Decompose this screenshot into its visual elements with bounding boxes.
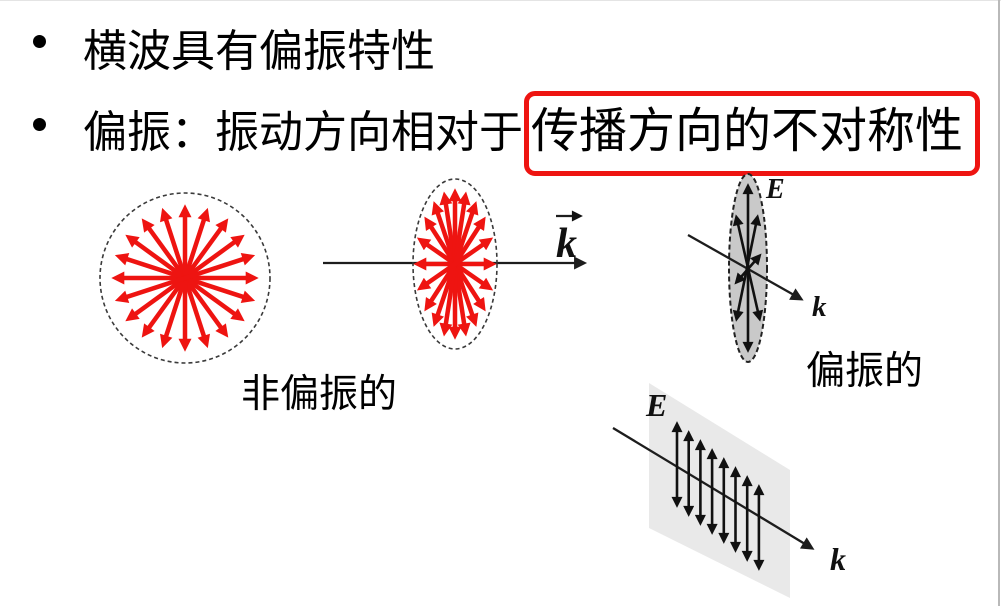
unpolarized-arrows xyxy=(111,204,259,352)
bullet-dot xyxy=(33,35,46,48)
unpolarized-dashed-circle xyxy=(99,192,271,364)
bullet-1-text: 横波具有偏振特性 xyxy=(83,27,435,76)
bullet-dot xyxy=(33,118,46,131)
slide-right-edge xyxy=(998,0,1000,606)
caption-unpolarized: 非偏振的 xyxy=(241,373,398,416)
partial-dashed-ellipse xyxy=(412,178,498,350)
plane-sheet xyxy=(649,383,790,598)
bullet-2-highlighted-text: 传播方向的不对称性 xyxy=(524,91,981,176)
bullet-line-2: 偏振：振动方向相对于传播方向的不对称性 xyxy=(33,91,981,176)
polarized-e-arrows xyxy=(732,183,764,353)
plane-e-label: E xyxy=(645,387,667,423)
unpolarized-diagram xyxy=(99,192,271,364)
polarized-diagram: E k xyxy=(687,173,827,363)
k-vector-label: k xyxy=(556,221,577,267)
plane-k-label: k xyxy=(830,541,846,577)
bullet-line-1: 横波具有偏振特性 xyxy=(33,30,435,74)
caption-polarized: 偏振的 xyxy=(806,350,924,393)
polarized-e-label: E xyxy=(765,174,785,205)
bullet-2-prefix: 偏振：振动方向相对于 xyxy=(83,108,523,157)
slide-top-edge xyxy=(0,0,1001,1)
partially-polarized-diagram xyxy=(412,178,498,350)
plane-wave-diagram: E k xyxy=(612,383,846,598)
partial-polarized-arrows xyxy=(413,188,497,340)
plane-e-arrows xyxy=(671,421,765,571)
polarized-k-label: k xyxy=(812,291,827,323)
